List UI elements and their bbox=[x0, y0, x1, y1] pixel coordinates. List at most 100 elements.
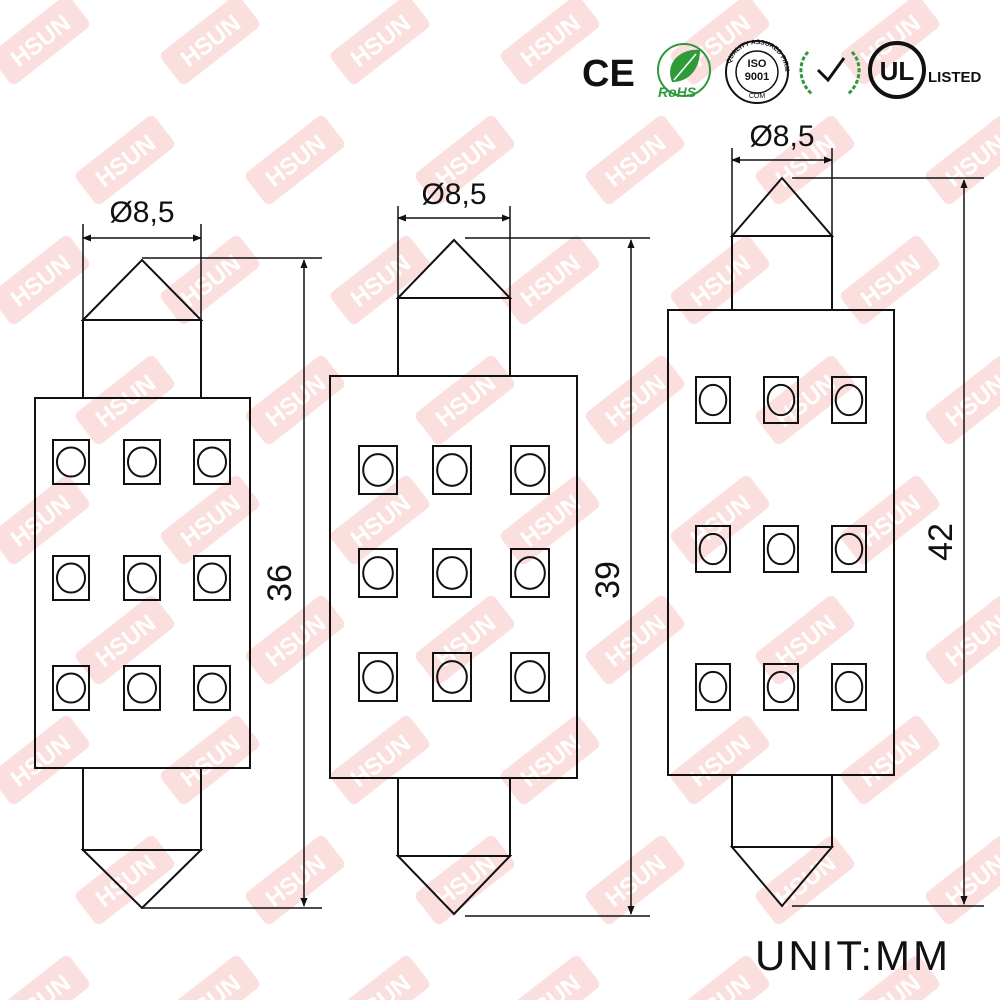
led-emitter bbox=[362, 556, 394, 590]
led-emitter bbox=[766, 383, 796, 417]
led-emitter bbox=[196, 562, 228, 594]
watermark-tile: HSUN bbox=[0, 235, 90, 325]
ul-listed-label: LISTED bbox=[928, 69, 982, 86]
iso-line3: COM bbox=[749, 93, 766, 100]
led-emitter bbox=[196, 446, 228, 478]
led-emitter bbox=[126, 672, 158, 704]
led-emitter bbox=[55, 672, 87, 704]
led-emitter bbox=[834, 532, 864, 566]
laurel-check-logo bbox=[799, 50, 861, 96]
led-chip bbox=[432, 652, 472, 702]
led-emitter bbox=[834, 383, 864, 417]
rohs-label: RoHS bbox=[658, 84, 697, 100]
ul-listed-logo: UL LISTED bbox=[868, 41, 982, 99]
rohs-logo: RoHS bbox=[657, 43, 711, 100]
watermark-tile: HSUN bbox=[245, 595, 345, 685]
led-emitter bbox=[362, 453, 394, 487]
watermark-tile: HSUN bbox=[840, 235, 940, 325]
led-chip bbox=[695, 525, 731, 573]
ul-mark: UL bbox=[880, 56, 915, 86]
led-chip bbox=[123, 555, 161, 601]
led-emitter bbox=[362, 660, 394, 694]
watermark-tile: HSUN bbox=[585, 115, 685, 205]
led-emitter bbox=[436, 556, 468, 590]
led-chip bbox=[193, 555, 231, 601]
watermark-tile: HSUN bbox=[0, 475, 90, 565]
led-emitter bbox=[514, 453, 546, 487]
watermark-tile: HSUN bbox=[0, 0, 90, 85]
bulb-42mm-length: 42 bbox=[922, 523, 960, 561]
watermark-tile: HSUN bbox=[500, 955, 600, 1005]
iso-line1: ISO bbox=[748, 58, 767, 70]
led-emitter bbox=[436, 453, 468, 487]
led-emitter bbox=[766, 670, 796, 704]
led-chip bbox=[510, 548, 550, 598]
watermark-tile: HSUN bbox=[925, 595, 1000, 685]
watermark-tile: HSUN bbox=[245, 355, 345, 445]
led-emitter bbox=[698, 383, 728, 417]
led-chip bbox=[763, 376, 799, 424]
led-chip bbox=[52, 665, 90, 711]
watermark-tile: HSUN bbox=[160, 0, 260, 85]
watermark-tile: HSUN bbox=[160, 955, 260, 1005]
watermark-tile: HSUN bbox=[245, 835, 345, 925]
led-chip bbox=[695, 663, 731, 711]
watermark-tile: HSUN bbox=[415, 355, 515, 445]
bulb-39mm-diameter: Ø8,5 bbox=[421, 178, 486, 211]
watermark-tile: HSUN bbox=[670, 235, 770, 325]
led-chip bbox=[52, 439, 90, 485]
iso-line2: 9001 bbox=[745, 71, 769, 83]
led-emitter bbox=[698, 532, 728, 566]
watermark-tile: HSUN bbox=[330, 955, 430, 1005]
watermark-tile: HSUN bbox=[670, 715, 770, 805]
watermark-tile: HSUN bbox=[585, 595, 685, 685]
led-chip bbox=[358, 548, 398, 598]
watermark-tile: HSUN bbox=[585, 355, 685, 445]
led-chip bbox=[358, 445, 398, 495]
led-chip bbox=[831, 376, 867, 424]
ce-mark: CE bbox=[582, 53, 635, 95]
led-emitter bbox=[514, 660, 546, 694]
led-emitter bbox=[834, 670, 864, 704]
watermark-tile: HSUN bbox=[0, 955, 90, 1005]
watermark-tile: HSUN bbox=[925, 115, 1000, 205]
led-chip bbox=[695, 376, 731, 424]
led-chip bbox=[831, 525, 867, 573]
watermark-tile: HSUN bbox=[500, 235, 600, 325]
watermark-tile: HSUN bbox=[500, 715, 600, 805]
bulb-36mm-length: 36 bbox=[261, 564, 299, 602]
led-chip bbox=[52, 555, 90, 601]
led-chip bbox=[510, 445, 550, 495]
bulb-42mm-diameter: Ø8,5 bbox=[749, 120, 814, 153]
led-chip bbox=[123, 665, 161, 711]
led-chip bbox=[432, 548, 472, 598]
watermark-tile: HSUN bbox=[755, 355, 855, 445]
certification-logos: CE RoHS QUALITY ASSURED FIRM ISO 9001 CO… bbox=[582, 39, 982, 104]
bulb-39mm-length: 39 bbox=[589, 561, 627, 599]
watermark-tile: HSUN bbox=[925, 835, 1000, 925]
led-emitter bbox=[55, 562, 87, 594]
led-emitter bbox=[766, 532, 796, 566]
led-chip bbox=[358, 652, 398, 702]
watermark-tile: HSUN bbox=[160, 715, 260, 805]
watermark-tile: HSUN bbox=[330, 715, 430, 805]
watermark-tile: HSUN bbox=[160, 235, 260, 325]
watermark-tile: HSUN bbox=[0, 715, 90, 805]
led-chip bbox=[831, 663, 867, 711]
watermark-tile: HSUN bbox=[670, 475, 770, 565]
watermark-tile: HSUN bbox=[160, 475, 260, 565]
led-emitter bbox=[126, 446, 158, 478]
watermark-tile: HSUN bbox=[415, 595, 515, 685]
led-chip bbox=[763, 525, 799, 573]
watermark-tile: HSUN bbox=[75, 115, 175, 205]
unit-label: UNIT:MM bbox=[755, 932, 951, 979]
watermark-tile: HSUN bbox=[840, 715, 940, 805]
bulb-42mm bbox=[667, 148, 984, 908]
iso-9001-logo: QUALITY ASSURED FIRM ISO 9001 COM bbox=[725, 39, 790, 104]
led-chip bbox=[510, 652, 550, 702]
watermark-tile: HSUN bbox=[245, 115, 345, 205]
led-emitter bbox=[436, 660, 468, 694]
led-emitter bbox=[698, 670, 728, 704]
bulb-36mm-diameter: Ø8,5 bbox=[109, 196, 174, 229]
